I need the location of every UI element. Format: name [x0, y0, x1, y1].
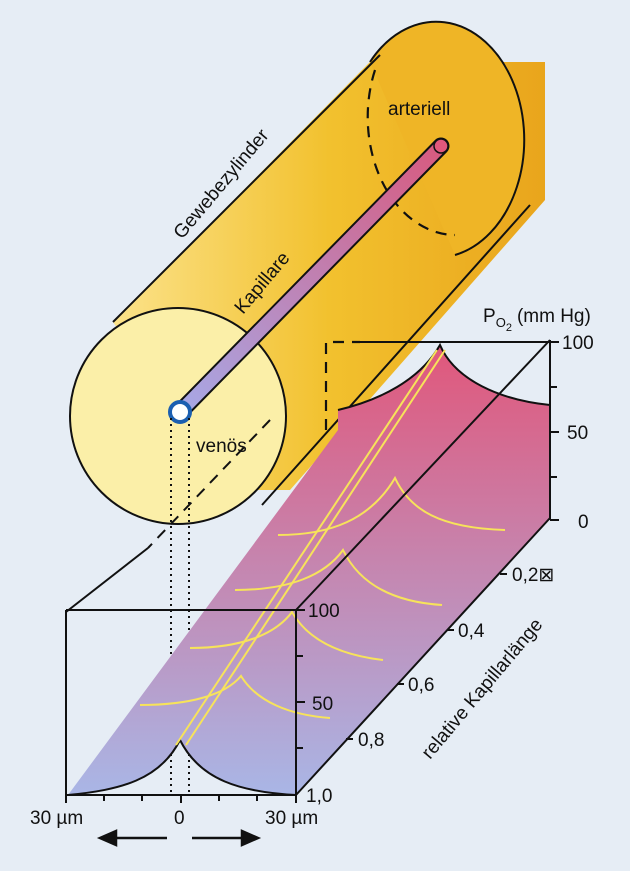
connectors [65, 340, 360, 795]
label-arterial: arteriell [388, 99, 450, 120]
cylinder-bottom-edge [261, 204, 531, 506]
length-tick-label-08: 0,8 [358, 730, 384, 751]
cylinder-back-cap [369, 20, 526, 256]
po2-right-tick-0: 0 [578, 512, 589, 533]
surface-outer-diagonal [295, 339, 551, 611]
length-tick-label-06: 0,6 [408, 675, 434, 696]
contour-2 [234, 548, 443, 606]
length-tick-label-04: 0,4 [458, 621, 485, 642]
cylinder-top-edge [112, 54, 381, 323]
length-axis [346, 573, 507, 740]
cylinder-back-dashed [366, 69, 456, 237]
connector-diagonal-dashed [147, 419, 271, 549]
po2-front-tick-50: 50 [312, 694, 333, 715]
capillary-venous-opening [168, 400, 192, 424]
arrow-left-head [96, 829, 118, 847]
label-po2: PO2 (mm Hg) [483, 306, 591, 334]
po2-axis-right [360, 340, 559, 521]
distance-left-label: 30 µm [30, 808, 83, 829]
capillary [168, 137, 450, 424]
length-tick-label-02: 0,2⊠ [512, 565, 554, 586]
contour-1 [277, 475, 506, 536]
surface-ridge-right [185, 349, 446, 746]
po2-front-tick-100: 100 [308, 601, 340, 622]
label-venous: venös [196, 436, 247, 457]
po2-right-tick-50: 50 [567, 423, 588, 444]
surface-ridge-left [175, 349, 438, 746]
distance-arrow [96, 829, 262, 847]
capillary-arterial-end [433, 138, 449, 154]
po2-right-tick-100: 100 [562, 333, 594, 354]
contour-3 [189, 610, 384, 661]
label-po2-o: O [496, 315, 506, 330]
label-po2-p: P [483, 306, 496, 327]
surface-right-edge [295, 517, 551, 796]
arrow-right-head [240, 829, 262, 847]
distance-center-label: 0 [174, 808, 185, 829]
distance-right-label: 30 µm [265, 808, 318, 829]
length-tick-label-10: 1,0 [306, 786, 332, 807]
label-po2-unit: (mm Hg) [517, 306, 591, 327]
connector-top-dashed [324, 340, 360, 430]
connector-diagonal-solid [65, 547, 149, 613]
front-box [65, 609, 305, 803]
label-po2-2: 2 [506, 322, 512, 334]
capillary-tube-fill [173, 139, 448, 419]
surface-fill [68, 345, 550, 795]
surface-back-profile [337, 342, 551, 411]
po2-surface [67, 339, 551, 796]
